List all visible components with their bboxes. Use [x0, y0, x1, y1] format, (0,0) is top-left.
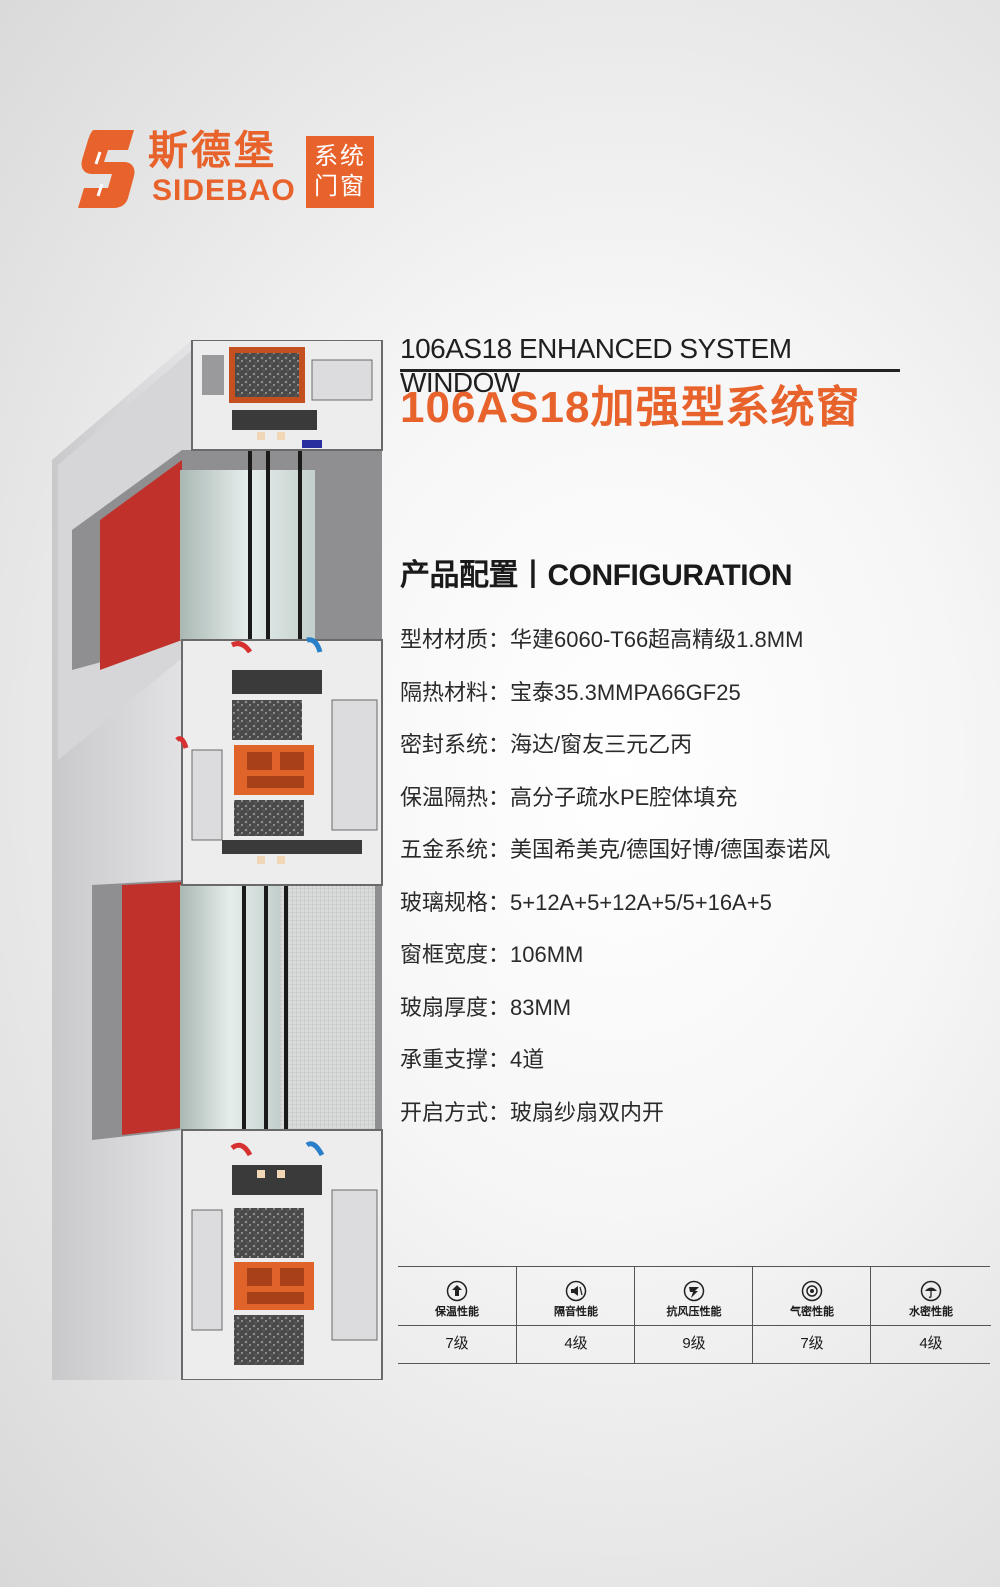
brand-name-en: SIDEBAO — [152, 174, 296, 207]
config-item-load-support: 承重支撑：4道 — [400, 1047, 545, 1072]
performance-col-sound: 隔音性能 4级 — [516, 1267, 635, 1363]
sound-icon — [565, 1280, 587, 1302]
product-title-cn: 106AS18加强型系统窗 — [400, 383, 861, 432]
airtight-icon — [801, 1280, 823, 1302]
performance-col-watertight: 水密性能 4级 — [870, 1267, 991, 1363]
brand-name-cn: 斯德堡 — [148, 129, 277, 173]
config-item-hardware-system: 五金系统：美国希美克/德国好博/德国泰诺风 — [400, 837, 831, 862]
performance-col-wind: 抗风压性能 9级 — [634, 1267, 753, 1363]
row-divider — [517, 1325, 635, 1326]
performance-label: 气密性能 — [790, 1306, 834, 1318]
wind-icon — [683, 1280, 705, 1302]
brand-tag-line1: 系统 — [314, 143, 366, 170]
config-item-sealing-system: 密封系统：海达/窗友三元乙丙 — [400, 732, 693, 757]
config-item-glass-spec: 玻璃规格：5+12A+5+12A+5/5+16A+5 — [400, 889, 772, 915]
performance-label: 抗风压性能 — [666, 1306, 722, 1318]
row-divider — [635, 1325, 753, 1326]
brand-tag-line2: 门窗 — [314, 173, 366, 200]
performance-value: 9级 — [682, 1335, 706, 1352]
config-item-insulation-material: 隔热材料：宝泰35.3MMPA66GF25 — [400, 679, 741, 705]
brand-tag: 系统 门窗 — [306, 136, 374, 208]
performance-col-airtight: 气密性能 7级 — [752, 1267, 871, 1363]
watertight-icon — [920, 1280, 942, 1302]
row-divider — [398, 1325, 516, 1326]
title-divider — [400, 369, 900, 372]
config-item-frame-width: 窗框宽度：106MM — [400, 942, 584, 967]
configuration-heading: 产品配置丨CONFIGURATION — [400, 559, 793, 592]
row-divider — [753, 1325, 871, 1326]
config-item-thermal-insulation: 保温隔热：高分子疏水PE腔体填充 — [400, 784, 738, 810]
config-item-profile-material: 型材材质：华建6060-T66超高精级1.8MM — [400, 627, 804, 652]
performance-value: 7级 — [800, 1335, 824, 1352]
config-item-opening-mode: 开启方式：玻扇纱扇双内开 — [400, 1099, 665, 1125]
configuration-list: 型材材质：华建6060-T66超高精级1.8MM 隔热材料：宝泰35.3MMPA… — [400, 618, 960, 1143]
performance-value: 4级 — [919, 1335, 943, 1352]
performance-value: 7级 — [445, 1335, 469, 1352]
config-item-sash-thickness: 玻扇厚度：83MM — [400, 994, 572, 1020]
window-section-illustration — [52, 340, 383, 1380]
performance-label: 水密性能 — [909, 1306, 953, 1318]
row-divider — [871, 1325, 991, 1326]
performance-value: 4级 — [564, 1335, 588, 1352]
logo-mark-icon — [78, 130, 135, 208]
performance-label: 隔音性能 — [554, 1306, 598, 1318]
product-title-en: 106AS18 ENHANCED SYSTEM WINDOW — [400, 333, 792, 398]
performance-col-insulation: 保温性能 7级 — [398, 1267, 516, 1363]
performance-label: 保温性能 — [435, 1306, 479, 1318]
brand-logo: 斯德堡 SIDEBAO 系统 门窗 — [74, 128, 374, 210]
insulation-icon — [446, 1280, 468, 1302]
performance-table: 保温性能 7级 隔音性能 4级 抗风压性能 9级 气密性能 7级 — [398, 1266, 991, 1364]
